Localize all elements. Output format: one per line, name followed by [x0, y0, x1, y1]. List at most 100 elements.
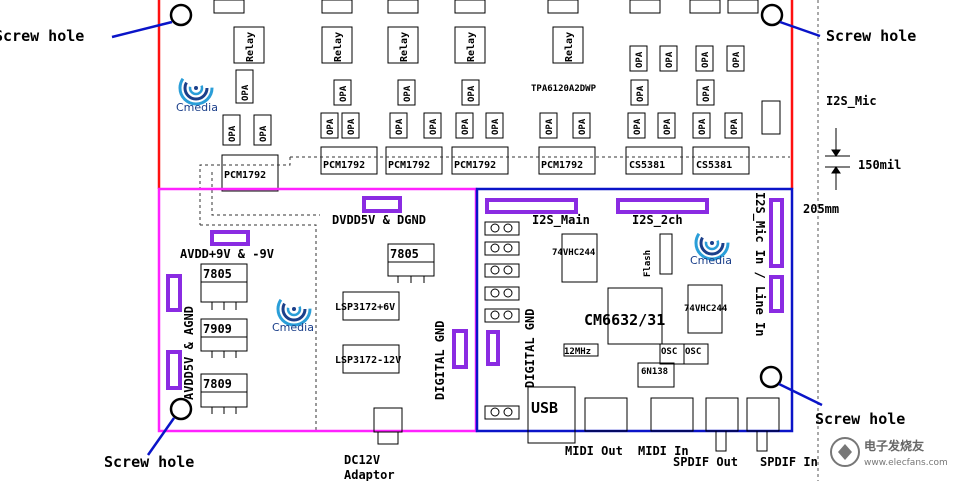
lsp-minus-label: LSP3172-12V — [335, 355, 401, 366]
screw-hole-label: Screw hole — [0, 27, 84, 45]
usb-port — [527, 386, 576, 444]
midi-in-port — [650, 397, 694, 432]
logo-text: Cmedia — [690, 254, 732, 267]
ground-traces — [199, 156, 790, 430]
screw-hole-label: Screw hole — [826, 27, 916, 45]
top-connectors — [213, 0, 759, 14]
screw-hole-bottom-right — [759, 365, 783, 389]
power-section: DVDD5V & DGND AVDD+9V & -9V AVDD5V & AGN… — [157, 187, 478, 481]
logo-text: Cmedia — [272, 321, 314, 334]
relay-label: Relay — [245, 32, 256, 62]
adc-chip-label: CS5381 — [629, 160, 665, 171]
screw-hole-bottom-left — [169, 397, 193, 421]
opa-row-upper: OPA OPA OPA OPA OPA OPA OPA OPA OPA OPA — [235, 45, 745, 106]
amp-chip-label: TPA6120A2DWP — [531, 84, 597, 94]
opa-label: OPA — [701, 51, 711, 68]
screw-holes: Screw hole Screw hole Screw hole Screw h… — [0, 3, 916, 471]
opa-label: OPA — [339, 85, 349, 102]
spdif-in-port — [746, 397, 780, 452]
gap-dimension: 150mil — [858, 158, 901, 172]
dc-label: Adaptor — [344, 468, 395, 481]
cmedia-logo: Cmedia — [272, 291, 314, 334]
screw-leader — [778, 382, 823, 407]
digital-gnd-label-right: DIGITAL GND — [523, 309, 537, 388]
buffer-chip — [561, 233, 598, 283]
i2s-in-connector-upper — [769, 198, 784, 268]
avdd-connector — [210, 230, 250, 246]
watermark-logo-icon — [830, 437, 860, 467]
i2s-main-label: I2S_Main — [532, 213, 590, 228]
screw-hole-top-left — [169, 3, 193, 27]
cmedia-logo: Cmedia — [690, 225, 732, 267]
dac-chip-label: PCM1792 — [454, 160, 496, 171]
watermark-title: 电子发烧友 — [864, 438, 924, 453]
opa-label: OPA — [461, 118, 471, 135]
adc-chip-label: CS5381 — [696, 160, 732, 171]
ground-pin-column — [484, 221, 520, 420]
regulator-label: 7909 — [203, 322, 232, 336]
i2s-in-connector-lower — [769, 275, 784, 313]
midi-out-label: MIDI Out — [565, 444, 623, 458]
regulator-label: 7805 — [390, 247, 419, 261]
opa-label: OPA — [732, 51, 742, 68]
opa-label: OPA — [395, 118, 405, 135]
relay-label: Relay — [466, 32, 477, 62]
regulator-7909: 7909 — [200, 318, 248, 358]
opa-label: OPA — [326, 118, 336, 135]
opa-label: OPA — [633, 118, 643, 135]
inverter-chip — [637, 362, 675, 388]
regulator-7809: 7809 — [200, 373, 248, 414]
relay-label: Relay — [399, 32, 410, 62]
digital-gnd-connector-right — [486, 330, 500, 366]
regulator-7805-mid: 7805 — [387, 243, 435, 283]
dac-chip-label: PCM1792 — [224, 170, 266, 181]
opa-label: OPA — [636, 85, 646, 102]
dac-chip-label: PCM1792 — [323, 160, 365, 171]
crystal-label: 12MHz — [564, 347, 591, 357]
opa-label: OPA — [635, 51, 645, 68]
relay-label: Relay — [564, 32, 575, 62]
oscillator-2 — [683, 343, 709, 365]
avdd-connector-label: AVDD+9V & -9V — [180, 247, 274, 261]
opa-label: OPA — [491, 118, 501, 135]
lsp-regulators: LSP3172+6V LSP3172-12V — [335, 291, 401, 374]
dvdd-connector — [362, 196, 402, 213]
opa-label: OPA — [347, 118, 357, 135]
main-chip — [607, 287, 663, 345]
regulator-7805: 7805 — [200, 263, 248, 310]
relay-components: Relay Relay Relay Relay Relay — [233, 26, 584, 64]
opa-label: OPA — [702, 85, 712, 102]
dc-label: DC12V — [344, 453, 380, 467]
midi-in-label: MIDI In — [638, 444, 689, 458]
digital-gnd-label: DIGITAL GND — [433, 321, 447, 400]
regulator-label: 7809 — [203, 377, 232, 391]
usb-label: USB — [531, 399, 558, 417]
opa-label: OPA — [241, 84, 251, 101]
watermark-url: www.elecfans.com — [864, 458, 948, 468]
avdd5v-label: AVDD5V & AGND — [182, 306, 196, 400]
digital-gnd-connector-left — [452, 329, 468, 369]
osc-label: OSC — [685, 347, 701, 357]
opa-label: OPA — [665, 51, 675, 68]
osc-label: OSC — [661, 347, 677, 357]
screw-leader — [779, 20, 821, 38]
edge-dimension: 205mm — [803, 202, 839, 216]
spdif-in-label: SPDIF In — [760, 455, 818, 469]
crystal — [563, 343, 599, 357]
buffer-chip-2 — [687, 284, 723, 334]
opa-label: OPA — [228, 125, 238, 142]
screw-hole-label: Screw hole — [104, 453, 194, 471]
opa-label: OPA — [730, 118, 740, 135]
screw-hole-top-right — [760, 3, 784, 27]
buffer-label: 74VHC244 — [552, 248, 596, 258]
main-chip-label: CM6632/31 — [584, 311, 665, 329]
dvdd-connector-label: DVDD5V & DGND — [332, 213, 426, 227]
screw-leader — [111, 20, 173, 39]
screw-leader — [146, 417, 176, 456]
opa-label: OPA — [545, 118, 555, 135]
inverter-label: 6N138 — [641, 367, 668, 377]
top-section: Relay Relay Relay Relay Relay OPA OPA OP… — [157, 0, 901, 481]
opa-label: OPA — [578, 118, 588, 135]
flash-chip — [659, 233, 673, 275]
